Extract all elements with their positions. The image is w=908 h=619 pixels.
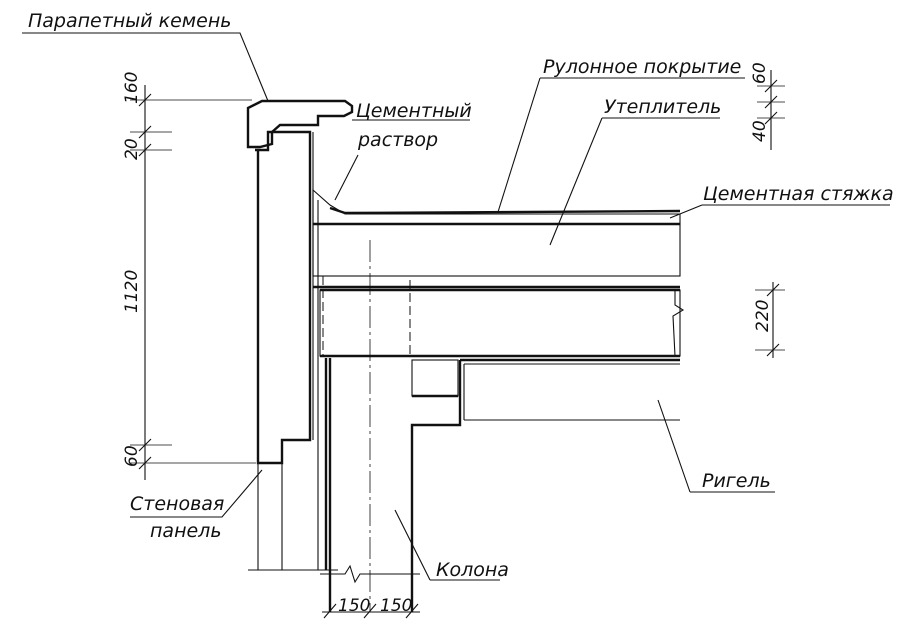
column-hidden-outline <box>322 275 411 357</box>
parapet-stone <box>246 99 354 149</box>
dim-slab: 220 <box>753 300 773 332</box>
roll-covering-layer <box>329 206 681 215</box>
label-insulation: Утеплитель <box>604 96 721 118</box>
left-dimension-chain <box>130 85 256 480</box>
label-parapet-stone: Парапетный кемень <box>28 10 231 32</box>
label-roll-covering: Рулонное покрытие <box>543 56 741 78</box>
label-wall-panel-line2: панель <box>150 520 222 542</box>
right-top-dimension <box>757 70 785 150</box>
dim-col-left: 150 <box>338 596 370 616</box>
column <box>320 240 420 612</box>
leader-lines <box>22 32 890 581</box>
bottom-dimension-chain <box>322 603 420 619</box>
roof-cement-fillet <box>312 188 681 225</box>
cement-screed-line <box>313 275 680 289</box>
wall-panel <box>248 130 338 571</box>
label-column: Колона <box>436 559 509 581</box>
dim-roll-layer: 60 <box>750 62 770 84</box>
dim-bottom: 60 <box>122 445 142 467</box>
dim-col-right: 150 <box>380 596 412 616</box>
dim-gap: 20 <box>122 138 142 160</box>
label-cement-mortar-line1: Цементный <box>356 100 472 122</box>
right-slab-dimension <box>755 282 785 358</box>
dim-panel-height: 1120 <box>122 270 142 313</box>
roof-slab <box>319 288 685 358</box>
dim-insulation-layer: 40 <box>750 120 770 142</box>
crossbar <box>410 358 680 612</box>
insulation-layer <box>312 222 681 277</box>
label-wall-panel-line1: Стеновая <box>130 493 224 515</box>
label-cement-screed: Цементная стяжка <box>703 183 894 205</box>
dim-parapet-height: 160 <box>122 72 142 104</box>
label-crossbar: Ригель <box>702 470 771 492</box>
label-cement-mortar-line2: раствор <box>357 129 438 151</box>
